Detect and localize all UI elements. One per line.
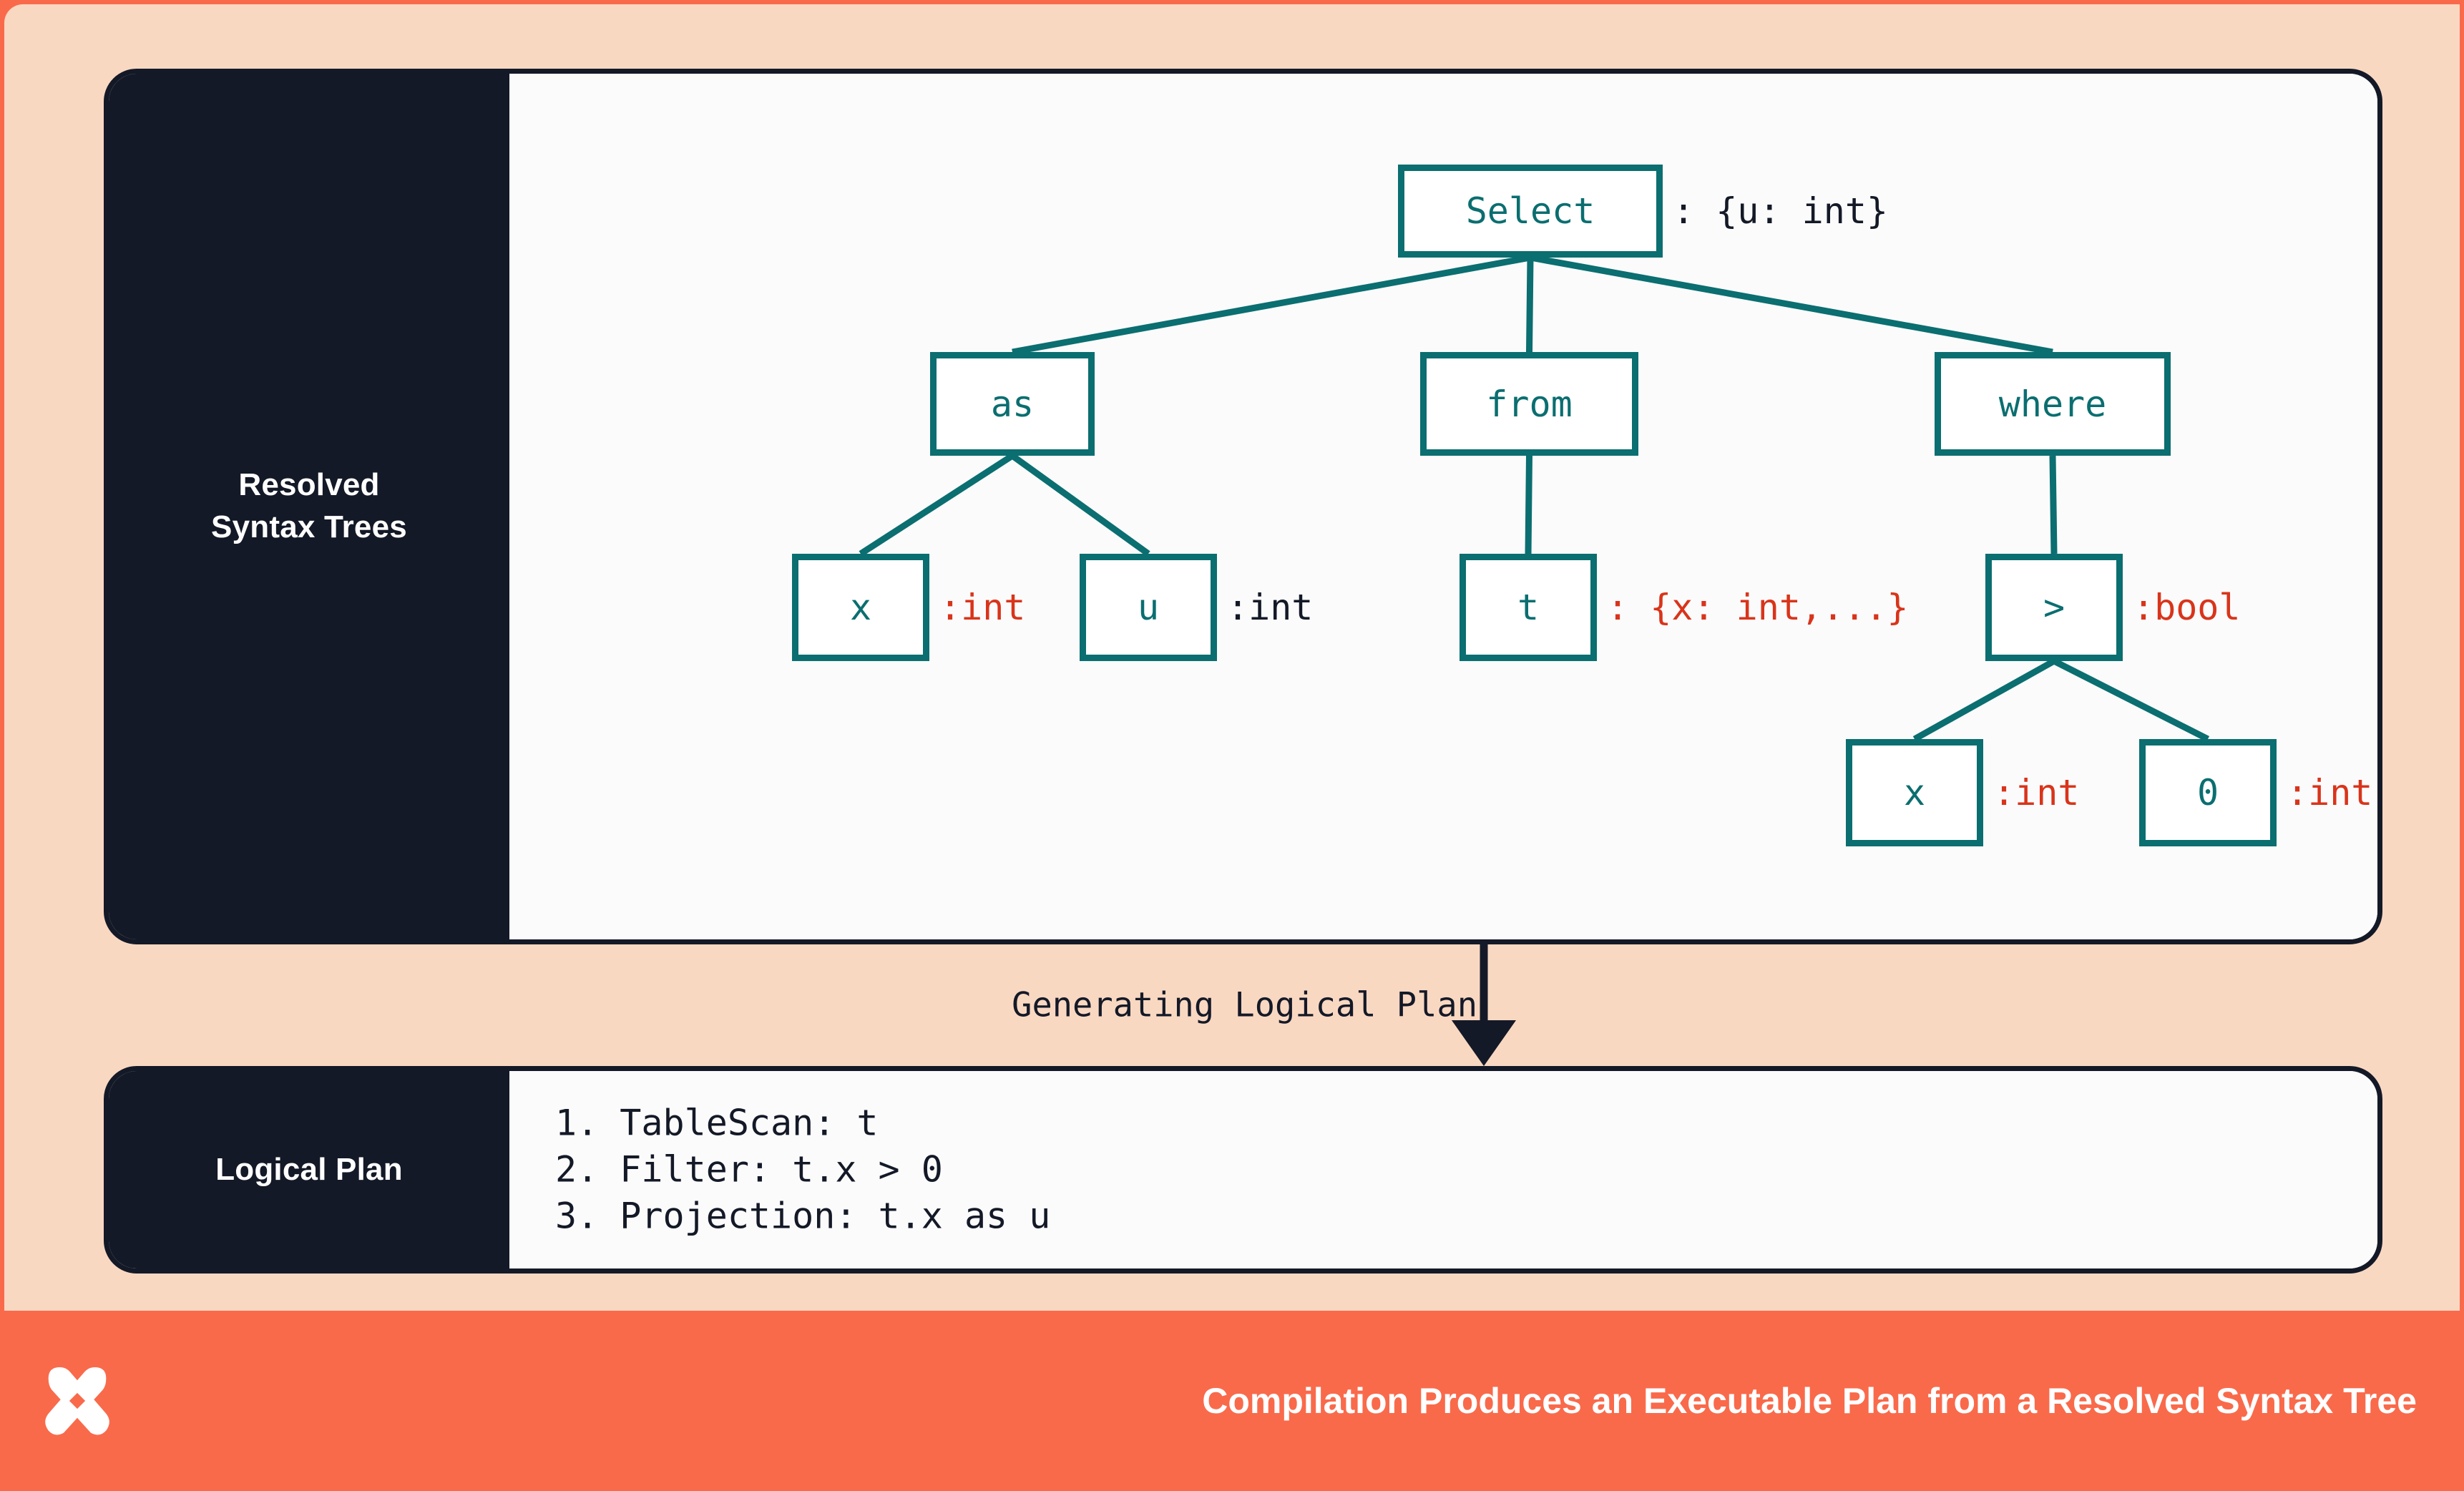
tree-node-type-annotation-gt-0: :int — [2287, 772, 2373, 813]
tree-edge — [859, 453, 1015, 557]
tree-node-label: as — [990, 383, 1035, 425]
tree-node-from-t: t — [1460, 554, 1597, 661]
resolved-syntax-trees-panel: Resolved Syntax Trees Select : {u: int} as… — [104, 69, 2382, 944]
footer-banner: Compilation Produces an Executable Plan … — [0, 1311, 2464, 1491]
tree-node-label: t — [1517, 587, 1540, 628]
footer-caption: Compilation Produces an Executable Plan … — [1202, 1381, 2417, 1421]
tree-node-from: from — [1420, 352, 1638, 456]
x-mark-logo-icon — [45, 1367, 109, 1435]
tree-node-type-annotation-as-x: :int — [939, 587, 1026, 628]
tree-node-label: where — [1998, 383, 2107, 425]
resolved-syntax-trees-label: Resolved Syntax Trees — [211, 464, 407, 548]
tree-edges — [859, 254, 2210, 743]
tree-node-as-x: x — [792, 554, 929, 661]
logical-plan-step-3: 3. Projection: t.x as u — [555, 1195, 1051, 1237]
tree-node-type-annotation-from-t: : {x: int,...} — [1607, 587, 1909, 628]
tree-node-label: x — [849, 587, 872, 628]
tree-edge — [2052, 657, 2210, 743]
tree-node-gt-x: x — [1846, 739, 1983, 846]
tree-node-as: as — [930, 352, 1095, 456]
tree-edge — [1912, 658, 2056, 742]
tree-node-type-annotation-gt: :bool — [2133, 587, 2241, 628]
tree-node-gt: > — [1985, 554, 2123, 661]
syntax-tree: Select : {u: int} as from where x :int u :int t : … — [509, 74, 2377, 939]
tree-node-label: 0 — [2196, 772, 2219, 813]
tree-edge — [1526, 257, 1534, 353]
tree-node-label: u — [1137, 587, 1160, 628]
tree-node-type-annotation-gt-x: :int — [1993, 772, 2080, 813]
tree-edge — [1010, 453, 1150, 557]
logical-plan-step-2: 2. Filter: t.x > 0 — [555, 1148, 943, 1191]
tree-node-gt-0: 0 — [2139, 739, 2277, 846]
generating-logical-plan-arrow — [1452, 944, 1516, 1066]
tree-node-type-annotation-as-u: :int — [1227, 587, 1314, 628]
tree-node-label: from — [1486, 383, 1573, 425]
tree-node-label: > — [2043, 587, 2065, 628]
tree-node-where: where — [1935, 352, 2171, 456]
transition-arrow-group: Generating Logical Plan — [104, 944, 2382, 1066]
tree-edge — [1525, 455, 1532, 554]
logical-plan-step-1: 1. TableScan: t — [555, 1102, 879, 1144]
logical-plan-label: Logical Plan — [215, 1151, 403, 1187]
tree-node-select: Select — [1398, 165, 1663, 258]
sidebar-label-line1: Resolved — [238, 467, 380, 503]
transition-label: Generating Logical Plan — [1012, 985, 1477, 1025]
tree-node-label: x — [1903, 772, 1926, 813]
tree-node-type-annotation-select: : {u: int} — [1673, 190, 1889, 232]
logical-plan-sidebar: Logical Plan — [109, 1071, 509, 1268]
resolved-syntax-trees-sidebar: Resolved Syntax Trees — [109, 74, 509, 939]
sidebar-label-line2: Syntax Trees — [211, 509, 407, 544]
syntax-tree-canvas: Select : {u: int} as from where x :int u :int t : … — [509, 74, 2377, 939]
tree-node-as-u: u — [1080, 554, 1217, 661]
tree-node-label: Select — [1465, 190, 1595, 232]
tree-edge — [1530, 254, 2053, 356]
tree-edge — [2049, 455, 2058, 554]
tree-edge — [1012, 254, 1531, 356]
